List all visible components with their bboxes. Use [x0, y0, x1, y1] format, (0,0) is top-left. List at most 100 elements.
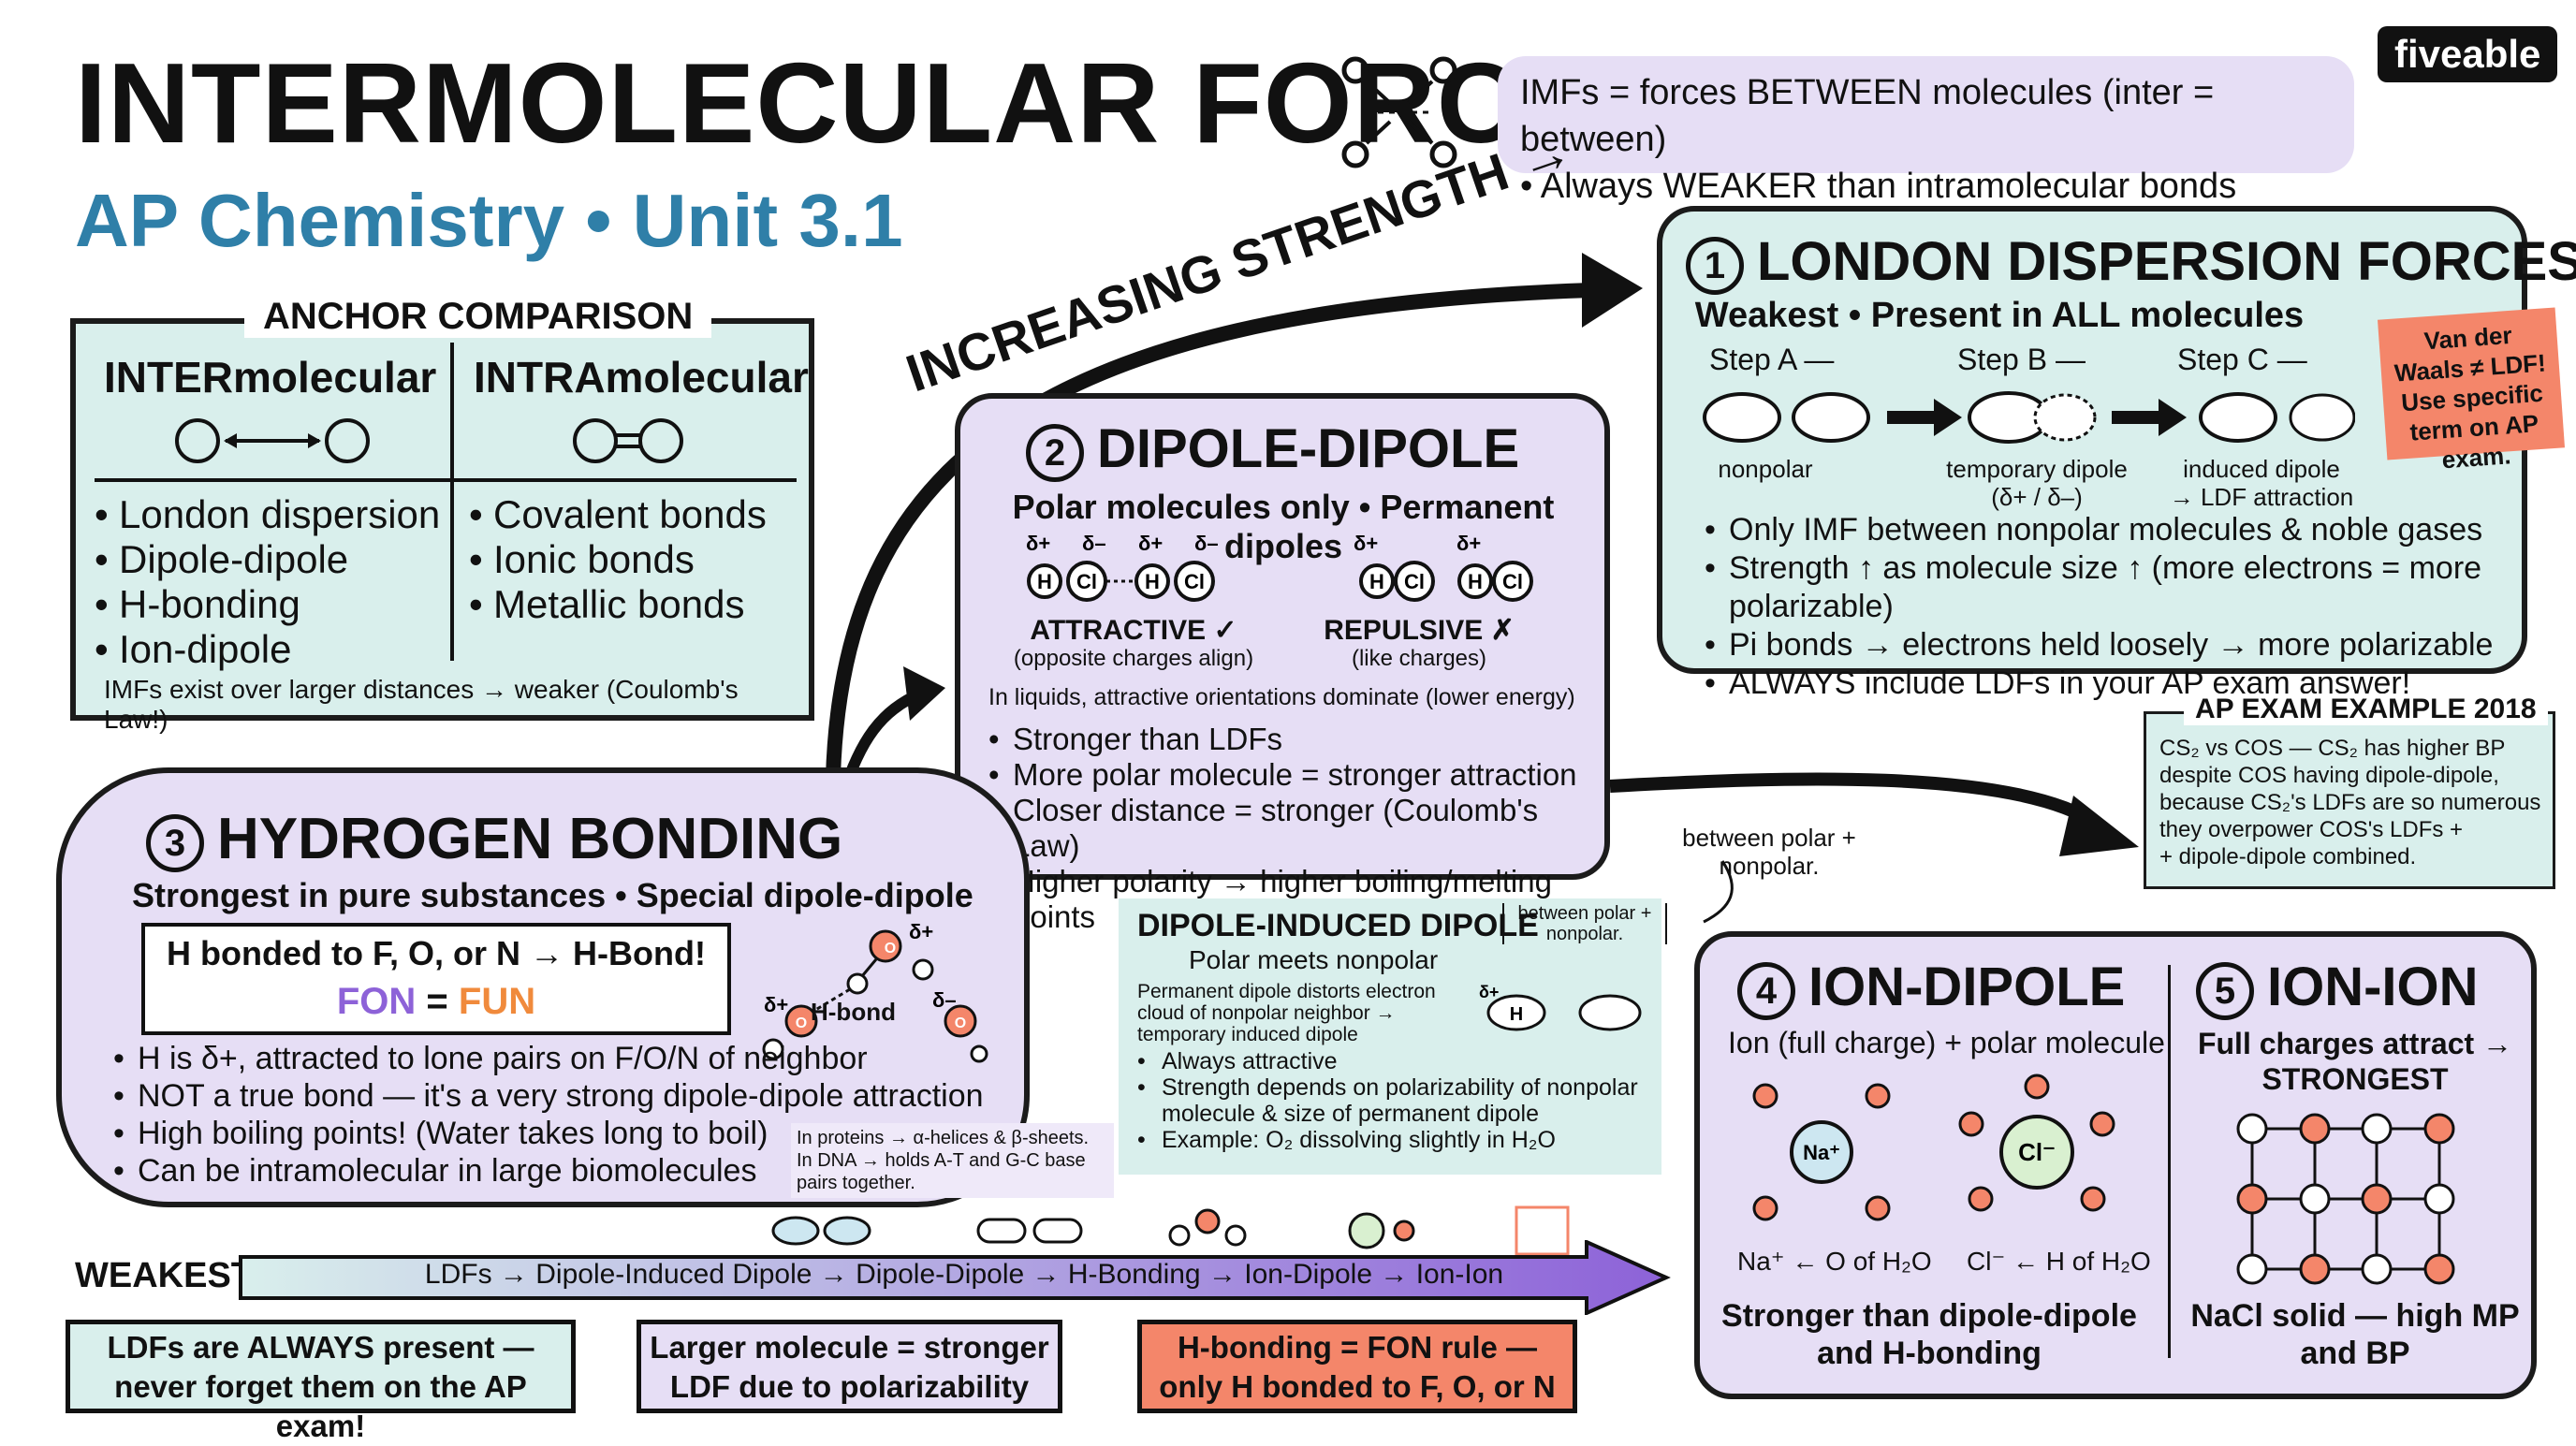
- exam-line: despite COS having dipole-dipole,: [2159, 763, 2499, 788]
- inter-list: London dispersion Dipole-dipole H-bondin…: [95, 492, 440, 672]
- delta-plus-label: δ+: [764, 993, 788, 1016]
- dipole-subtitle: Polar molecules only • Permanent dipoles: [1012, 488, 1555, 565]
- definition-line-2: • Always WEAKER than intramolecular bond…: [1520, 167, 2237, 206]
- fun-label: FUN: [458, 981, 536, 1022]
- ion-dipole-diagram: Na⁺ Cl⁻: [1752, 1074, 2115, 1221]
- attractive-label: ATTRACTIVE ✓: [1030, 615, 1237, 646]
- sticky-note: Van der Waals ≠ LDF! Use specific term o…: [2377, 307, 2566, 474]
- ldf-subtitle: Weakest • Present in ALL molecules: [1694, 296, 2305, 335]
- svg-text:H: H: [1468, 570, 1483, 593]
- dipole-title: DIPOLE-DIPOLE: [1097, 418, 1520, 479]
- fon-label: FON: [336, 981, 417, 1022]
- hbond-item: High boiling points! (Water takes long t…: [113, 1115, 984, 1152]
- ldf-item: Only IMF between nonpolar molecules & no…: [1705, 511, 2510, 549]
- exam-line: CS₂ vs COS — CS₂ has higher BP: [2159, 736, 2506, 761]
- hbond-title: HYDROGEN BONDING: [217, 807, 843, 871]
- dipole-item: More polar molecule = stronger attractio…: [988, 757, 1604, 793]
- ionic-lattice-diagram: [2236, 1113, 2455, 1285]
- definition-box: IMFs = forces BETWEEN molecules (inter =…: [1498, 56, 2354, 206]
- strength-scale-text: LDFs → Dipole-Induced Dipole → Dipole-Di…: [424, 1259, 1504, 1290]
- page-subtitle: AP Chemistry • Unit 3.1: [75, 179, 903, 262]
- dipole-item: Closer distance = stronger (Coulomb's La…: [988, 793, 1604, 864]
- attractive-sub: (opposite charges align): [1013, 646, 1254, 671]
- ldf-list: Only IMF between nonpolar molecules & no…: [1705, 511, 2510, 703]
- intra-item: Metallic bonds: [469, 582, 767, 627]
- hbond-item: NOT a true bond — it's a very strong dip…: [113, 1077, 984, 1115]
- ldf-caption-a: nonpolar: [1718, 455, 1813, 483]
- ldf-item: Strength ↑ as molecule size ↑ (more elec…: [1705, 549, 2510, 626]
- hbond-diagram-label: H-bond: [811, 998, 896, 1026]
- brand-logo: fiveable: [2378, 26, 2558, 82]
- did-list: Always attractive Strength depends on po…: [1137, 1048, 1657, 1153]
- proteins-note: In proteins → α-helices & β-sheets. In D…: [791, 1123, 1114, 1198]
- did-item: Always attractive: [1137, 1048, 1657, 1074]
- ion-dipole-number-badge: 4: [1737, 961, 1795, 1020]
- inter-item: H-bonding: [95, 582, 440, 627]
- page-title: INTERMOLECULAR FORCES: [75, 39, 1675, 167]
- ldf-steps-diagram: [1703, 391, 2355, 444]
- intra-item: Covalent bonds: [469, 492, 767, 537]
- ldf-number-badge: 1: [1686, 236, 1744, 295]
- anchor-title: ANCHOR COMPARISON: [244, 296, 712, 338]
- ldf-caption-c-line1: induced dipole: [2183, 455, 2340, 483]
- svg-text:O: O: [796, 1015, 807, 1031]
- repulsive-sub: (like charges): [1351, 646, 1487, 671]
- svg-text:Cl: Cl: [1184, 570, 1205, 593]
- ion-ion-subtitle: Full charges attract → STRONGEST: [2197, 1027, 2513, 1096]
- ldf-step-b: Step B —: [1957, 343, 2086, 376]
- svg-text:H: H: [1369, 570, 1384, 593]
- hbond-rule-box: H bonded to F, O, or N → H-Bond! FON = F…: [141, 923, 731, 1035]
- equals-label: =: [426, 981, 448, 1022]
- hbond-number-badge: 3: [146, 813, 204, 872]
- inter-heading: INTERmolecular: [104, 353, 437, 402]
- did-description: Permanent dipole distorts electron cloud…: [1137, 981, 1436, 1045]
- weakest-label: WEAKEST: [75, 1256, 253, 1295]
- did-title: DIPOLE-INDUCED DIPOLE: [1137, 908, 1539, 943]
- exam-text: CS₂ vs COS — CS₂ has higher BP despite C…: [2159, 735, 2540, 870]
- svg-text:Cl⁻: Cl⁻: [2018, 1138, 2056, 1166]
- dipole-note: In liquids, attractive orientations domi…: [988, 684, 1575, 710]
- svg-text:Cl: Cl: [1502, 570, 1523, 593]
- ion-dipole-subtitle: Ion (full charge) + polar molecule: [1728, 1026, 2165, 1059]
- exam-line: they overpower COS's LDFs +: [2159, 817, 2464, 842]
- ion-ion-number-badge: 5: [2196, 961, 2254, 1020]
- inter-item: Dipole-dipole: [95, 537, 440, 582]
- delta-minus-label: δ–: [932, 988, 957, 1012]
- ion-ion-title: ION-ION: [2267, 957, 2479, 1017]
- svg-text:Cl: Cl: [1404, 570, 1425, 593]
- hbond-item: Can be intramolecular in large biomolecu…: [113, 1152, 984, 1190]
- banner-larger-molecule: Larger molecule = stronger LDF due to po…: [637, 1320, 1062, 1413]
- hbond-rule: H bonded to F, O, or N → H-Bond!: [167, 934, 706, 972]
- exam-line: + dipole-dipole combined.: [2159, 844, 2417, 869]
- ion-dipole-footer: Stronger than dipole-dipole and H-bondin…: [1721, 1298, 2137, 1371]
- did-item: Strength depends on polarizability of no…: [1137, 1074, 1657, 1127]
- hbond-list: H is δ+, attracted to lone pairs on F/O/…: [113, 1040, 984, 1190]
- ldf-caption-c: induced dipole → LDF attraction: [2159, 455, 2364, 511]
- inter-diagram-icon: [175, 418, 370, 463]
- ion-dipole-title: ION-DIPOLE: [1808, 957, 2126, 1017]
- delta-plus-label: δ+: [1354, 532, 1378, 555]
- hbond-item: H is δ+, attracted to lone pairs on F/O/…: [113, 1040, 984, 1077]
- delta-plus-label: δ+: [1138, 532, 1163, 555]
- did-item: Example: O₂ dissolving slightly in H₂O: [1137, 1127, 1657, 1153]
- cl-caption: Cl⁻ ← H of H₂O: [1967, 1247, 2151, 1276]
- intra-list: Covalent bonds Ionic bonds Metallic bond…: [469, 492, 767, 627]
- ldf-step-c: Step C —: [2177, 343, 2307, 376]
- ldf-caption-c-line2: → LDF attraction: [2169, 483, 2354, 511]
- polar-nonpolar-callout: between polar + nonpolar.: [1682, 824, 1856, 880]
- dipole-induced-box: DIPOLE-INDUCED DIPOLE Polar meets nonpol…: [1119, 898, 1667, 1175]
- banner-ldf-always: LDFs are ALWAYS present — never forget t…: [66, 1320, 576, 1443]
- dipole-list: Stronger than LDFs More polar molecule =…: [988, 722, 1604, 935]
- exam-title: AP EXAM EXAMPLE 2018: [2184, 694, 2548, 725]
- na-caption: Na⁺ ← O of H₂O: [1737, 1247, 1932, 1276]
- delta-plus-label: δ+: [909, 920, 933, 943]
- ion-ion-footer: NaCl solid — high MP and BP: [2190, 1298, 2520, 1371]
- svg-text:H: H: [1145, 570, 1160, 593]
- ldf-title: LONDON DISPERSION FORCES: [1757, 231, 2576, 292]
- water-hbond-diagram: δ+ δ+ δ– O O O: [762, 920, 988, 1063]
